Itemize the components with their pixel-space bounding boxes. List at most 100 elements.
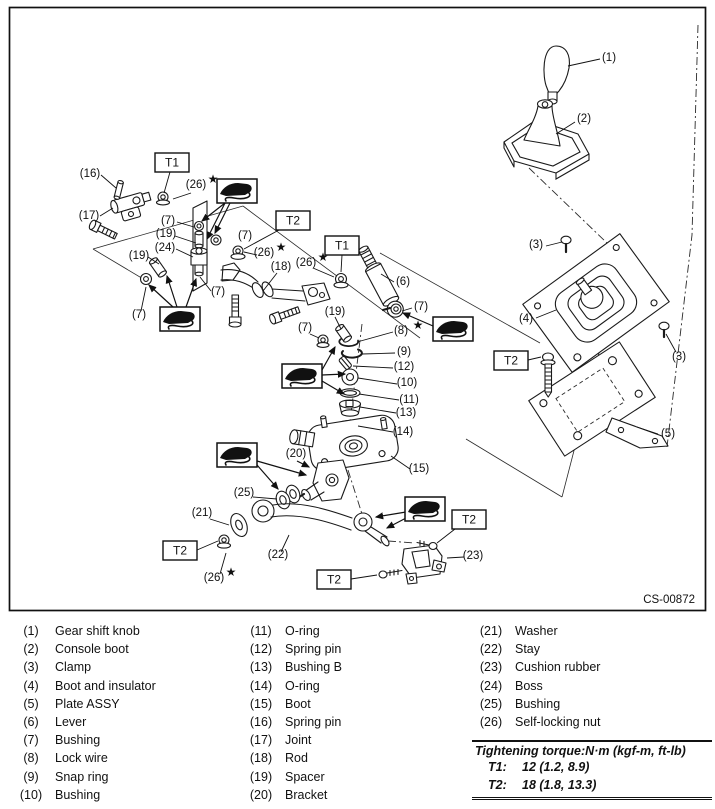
callout-label: (1) [602, 52, 616, 64]
figure-border [8, 6, 707, 612]
torque-tag-T1: T1 [324, 235, 360, 256]
callout-label: (17) [79, 210, 100, 222]
part-number: (17) [249, 733, 273, 748]
part-row: (3) Clamp [12, 658, 156, 676]
part-spring-pin-12 [338, 355, 352, 370]
part-row: (10) Bushing [12, 786, 156, 804]
part-number: (24) [479, 678, 503, 693]
callout-label: (10) [397, 377, 418, 389]
torque-note-rows: T1:12 (1.2, 8.9)T2:18 (1.8, 13.3) [472, 758, 712, 794]
part-row: (24) Boss [472, 677, 600, 695]
part-bushing-10 [341, 368, 359, 386]
callout-label: (7) [414, 301, 428, 313]
lock-nut-rod [333, 272, 349, 289]
callout-label: (7) [132, 309, 146, 321]
callout-label: (3) [529, 239, 543, 251]
part-name: Snap ring [55, 769, 109, 784]
part-name: Console boot [55, 642, 129, 657]
part-row: (14) O-ring [242, 677, 342, 695]
vertical-bolt [228, 294, 242, 328]
torque-row-value: 12 (1.2, 8.9) [522, 760, 590, 774]
part-name: Stay [515, 642, 541, 657]
part-plate-assy [528, 341, 669, 457]
svg-text:T2: T2 [173, 544, 187, 558]
callout-label: (7) [211, 286, 225, 298]
cushion-screw-left [378, 568, 403, 579]
clamp-screw-top [560, 235, 572, 254]
star-icon: ★ [226, 565, 237, 579]
plate-bolt [540, 352, 556, 398]
part-row: (4)Boot and insulator [12, 677, 155, 695]
part-number: (16) [249, 715, 273, 730]
callout-label: (14) [393, 426, 414, 438]
part-gear-shift-knob [543, 45, 570, 105]
stay-nut [216, 534, 232, 549]
grease-arrows [148, 202, 434, 529]
exploded-diagram: T1T1T2T2T2T2T2(1)(2)(3)(3)(4)(5)(6)(7)(7… [8, 6, 707, 612]
bushing-nut-left [139, 272, 153, 286]
part-name: Clamp [55, 660, 92, 675]
part-number: (3) [23, 660, 39, 675]
grease-point-icon [281, 363, 323, 389]
part-lock-wire [338, 338, 360, 347]
callout-label: (3) [672, 351, 686, 363]
callout-label: (13) [396, 407, 417, 419]
callout-label: (19) [156, 228, 177, 240]
part-number: (10) [19, 787, 43, 802]
part-name: Boss [515, 678, 543, 693]
part-bracket [294, 459, 350, 502]
callout-label: (16) [80, 168, 101, 180]
part-name: Bushing [55, 787, 101, 802]
part-spacer-diagonal [148, 257, 167, 278]
callout-label: (19) [325, 306, 346, 318]
part-bushing-25 [275, 484, 301, 510]
part-number: (26) [479, 715, 503, 730]
svg-text:T1: T1 [165, 156, 179, 170]
part-row: (1) Gear shift knob [12, 622, 156, 640]
leader-lines [99, 58, 677, 580]
part-number: (12) [249, 642, 273, 657]
part-row: (18)Rod [242, 749, 342, 767]
torque-row-label: T1: [488, 760, 507, 774]
part-row: (25)Bushing [472, 695, 600, 713]
bushing-nut-mid [210, 234, 222, 246]
star-icon: ★ [276, 240, 287, 254]
part-number: (25) [479, 696, 503, 711]
grease-point-icon [216, 178, 258, 204]
part-name: Boot [285, 696, 311, 711]
part-name: Bushing [55, 733, 101, 748]
callout-label: (26) [296, 257, 317, 269]
part-name: O-ring [285, 678, 320, 693]
part-number: (14) [249, 678, 273, 693]
part-row: (9)Snap ring [12, 768, 156, 786]
part-name: Lock wire [55, 751, 108, 766]
part-row: (21)Washer [472, 622, 600, 640]
callout-label: (2) [577, 113, 591, 125]
part-row: (16)Spring pin [242, 713, 342, 731]
part-stay [251, 499, 390, 547]
grease-point-icon [432, 316, 474, 342]
part-bushing-b [338, 399, 362, 417]
part-name: Self-locking nut [515, 715, 601, 730]
part-spacer-lever [335, 323, 353, 343]
part-number: (20) [249, 787, 273, 802]
callout-label: (26) [186, 179, 207, 191]
part-name: Gear shift knob [55, 624, 140, 639]
part-name: Bushing B [285, 660, 342, 675]
callout-label: (21) [192, 507, 213, 519]
callout-label: (9) [397, 346, 411, 358]
callout-label: (7) [238, 230, 252, 242]
part-row: (11)O-ring [242, 622, 342, 640]
part-spring-pin-16 [113, 180, 124, 200]
lock-nut-t2 [230, 245, 246, 260]
part-number: (11) [250, 624, 272, 639]
grease-point-icon [404, 496, 446, 522]
part-number: (1) [23, 624, 39, 639]
part-name: Spacer [285, 769, 325, 784]
part-boss [190, 247, 208, 277]
part-number: (19) [249, 769, 273, 784]
cushion-screw-right [416, 539, 438, 551]
parts-list-column: (1)Gear shift knob(2)Console boot(3)Clam… [12, 622, 156, 804]
part-number: (21) [479, 624, 503, 639]
lock-nut-top [155, 191, 171, 206]
